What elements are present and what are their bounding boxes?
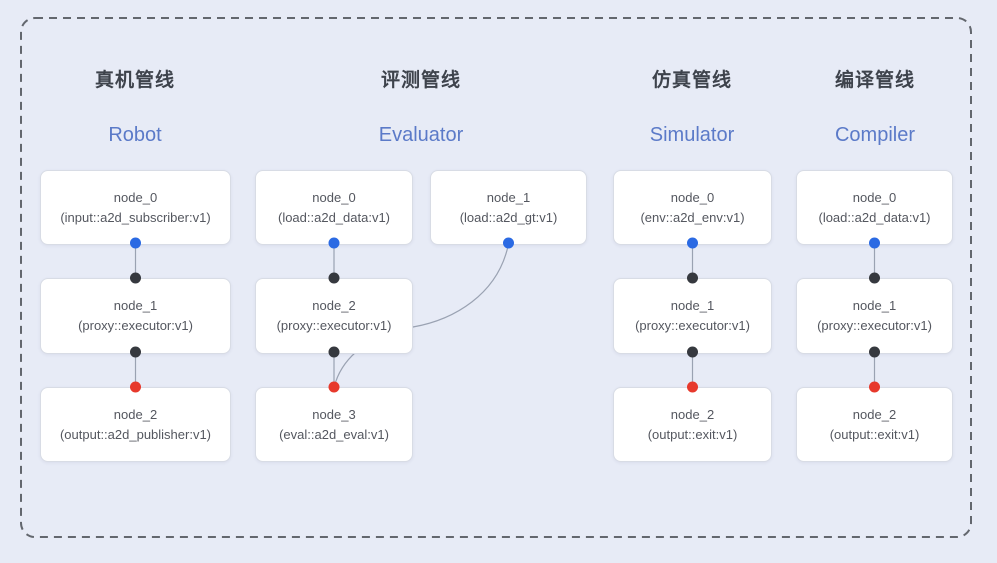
- node-type: (load::a2d_data:v1): [277, 209, 391, 225]
- node-name: node_0: [670, 189, 715, 205]
- evaluator-node-0: node_0 (load::a2d_data:v1): [255, 170, 413, 245]
- compiler-title-zh: 编译管线: [834, 70, 916, 91]
- compiler-node-1: node_1 (proxy::executor:v1): [796, 278, 953, 354]
- simulator-title-zh: 仿真管线: [651, 70, 733, 91]
- evaluator-title-en: Evaluator: [378, 124, 464, 146]
- node-type: (env::a2d_env:v1): [640, 209, 745, 225]
- node-type: (proxy::executor:v1): [78, 318, 193, 333]
- simulator-node-2: node_2 (output::exit:v1): [613, 387, 772, 462]
- node-type: (proxy::executor:v1): [635, 318, 750, 333]
- node-name: node_0: [113, 189, 158, 205]
- node-type: (proxy::executor:v1): [817, 318, 932, 333]
- node-type: (output::a2d_publisher:v1): [59, 426, 212, 442]
- simulator-title-en: Simulator: [649, 124, 735, 146]
- compiler-title-en: Compiler: [834, 124, 916, 146]
- node-type: (input::a2d_subscriber:v1): [60, 209, 211, 225]
- robot-title-en: Robot: [108, 124, 162, 146]
- node-name: node_2: [852, 406, 897, 422]
- node-type: (output::exit:v1): [647, 426, 738, 442]
- evaluator-title-zh: 评测管线: [380, 70, 462, 91]
- node-name: node_2: [670, 406, 715, 422]
- node-type: (load::a2d_gt:v1): [459, 209, 558, 225]
- evaluator-node-3: node_3 (eval::a2d_eval:v1): [255, 387, 413, 462]
- node-type: (output::exit:v1): [829, 426, 920, 442]
- node-name: node_1: [113, 298, 158, 314]
- node-name: node_1: [670, 298, 715, 314]
- node-name: node_2: [312, 298, 356, 314]
- simulator-node-1: node_1 (proxy::executor:v1): [613, 278, 772, 354]
- simulator-node-0: node_0 (env::a2d_env:v1): [613, 170, 772, 245]
- node-name: node_2: [113, 406, 158, 422]
- robot-node-1: node_1 (proxy::executor:v1): [40, 278, 231, 354]
- node-name: node_3: [312, 406, 356, 422]
- compiler-node-0: node_0 (load::a2d_data:v1): [796, 170, 953, 245]
- node-type: (proxy::executor:v1): [276, 318, 392, 333]
- evaluator-node-1: node_1 (load::a2d_gt:v1): [430, 170, 587, 245]
- node-name: node_1: [852, 298, 897, 314]
- evaluator-node-2: node_2 (proxy::executor:v1): [255, 278, 413, 354]
- compiler-node-2: node_2 (output::exit:v1): [796, 387, 953, 462]
- robot-title-zh: 真机管线: [94, 70, 176, 91]
- node-type: (load::a2d_data:v1): [818, 209, 931, 225]
- node-name: node_0: [312, 189, 356, 205]
- node-name: node_0: [852, 189, 897, 205]
- node-type: (eval::a2d_eval:v1): [279, 426, 389, 442]
- robot-node-2: node_2 (output::a2d_publisher:v1): [40, 387, 231, 462]
- node-name: node_1: [486, 189, 531, 205]
- robot-node-0: node_0 (input::a2d_subscriber:v1): [40, 170, 231, 245]
